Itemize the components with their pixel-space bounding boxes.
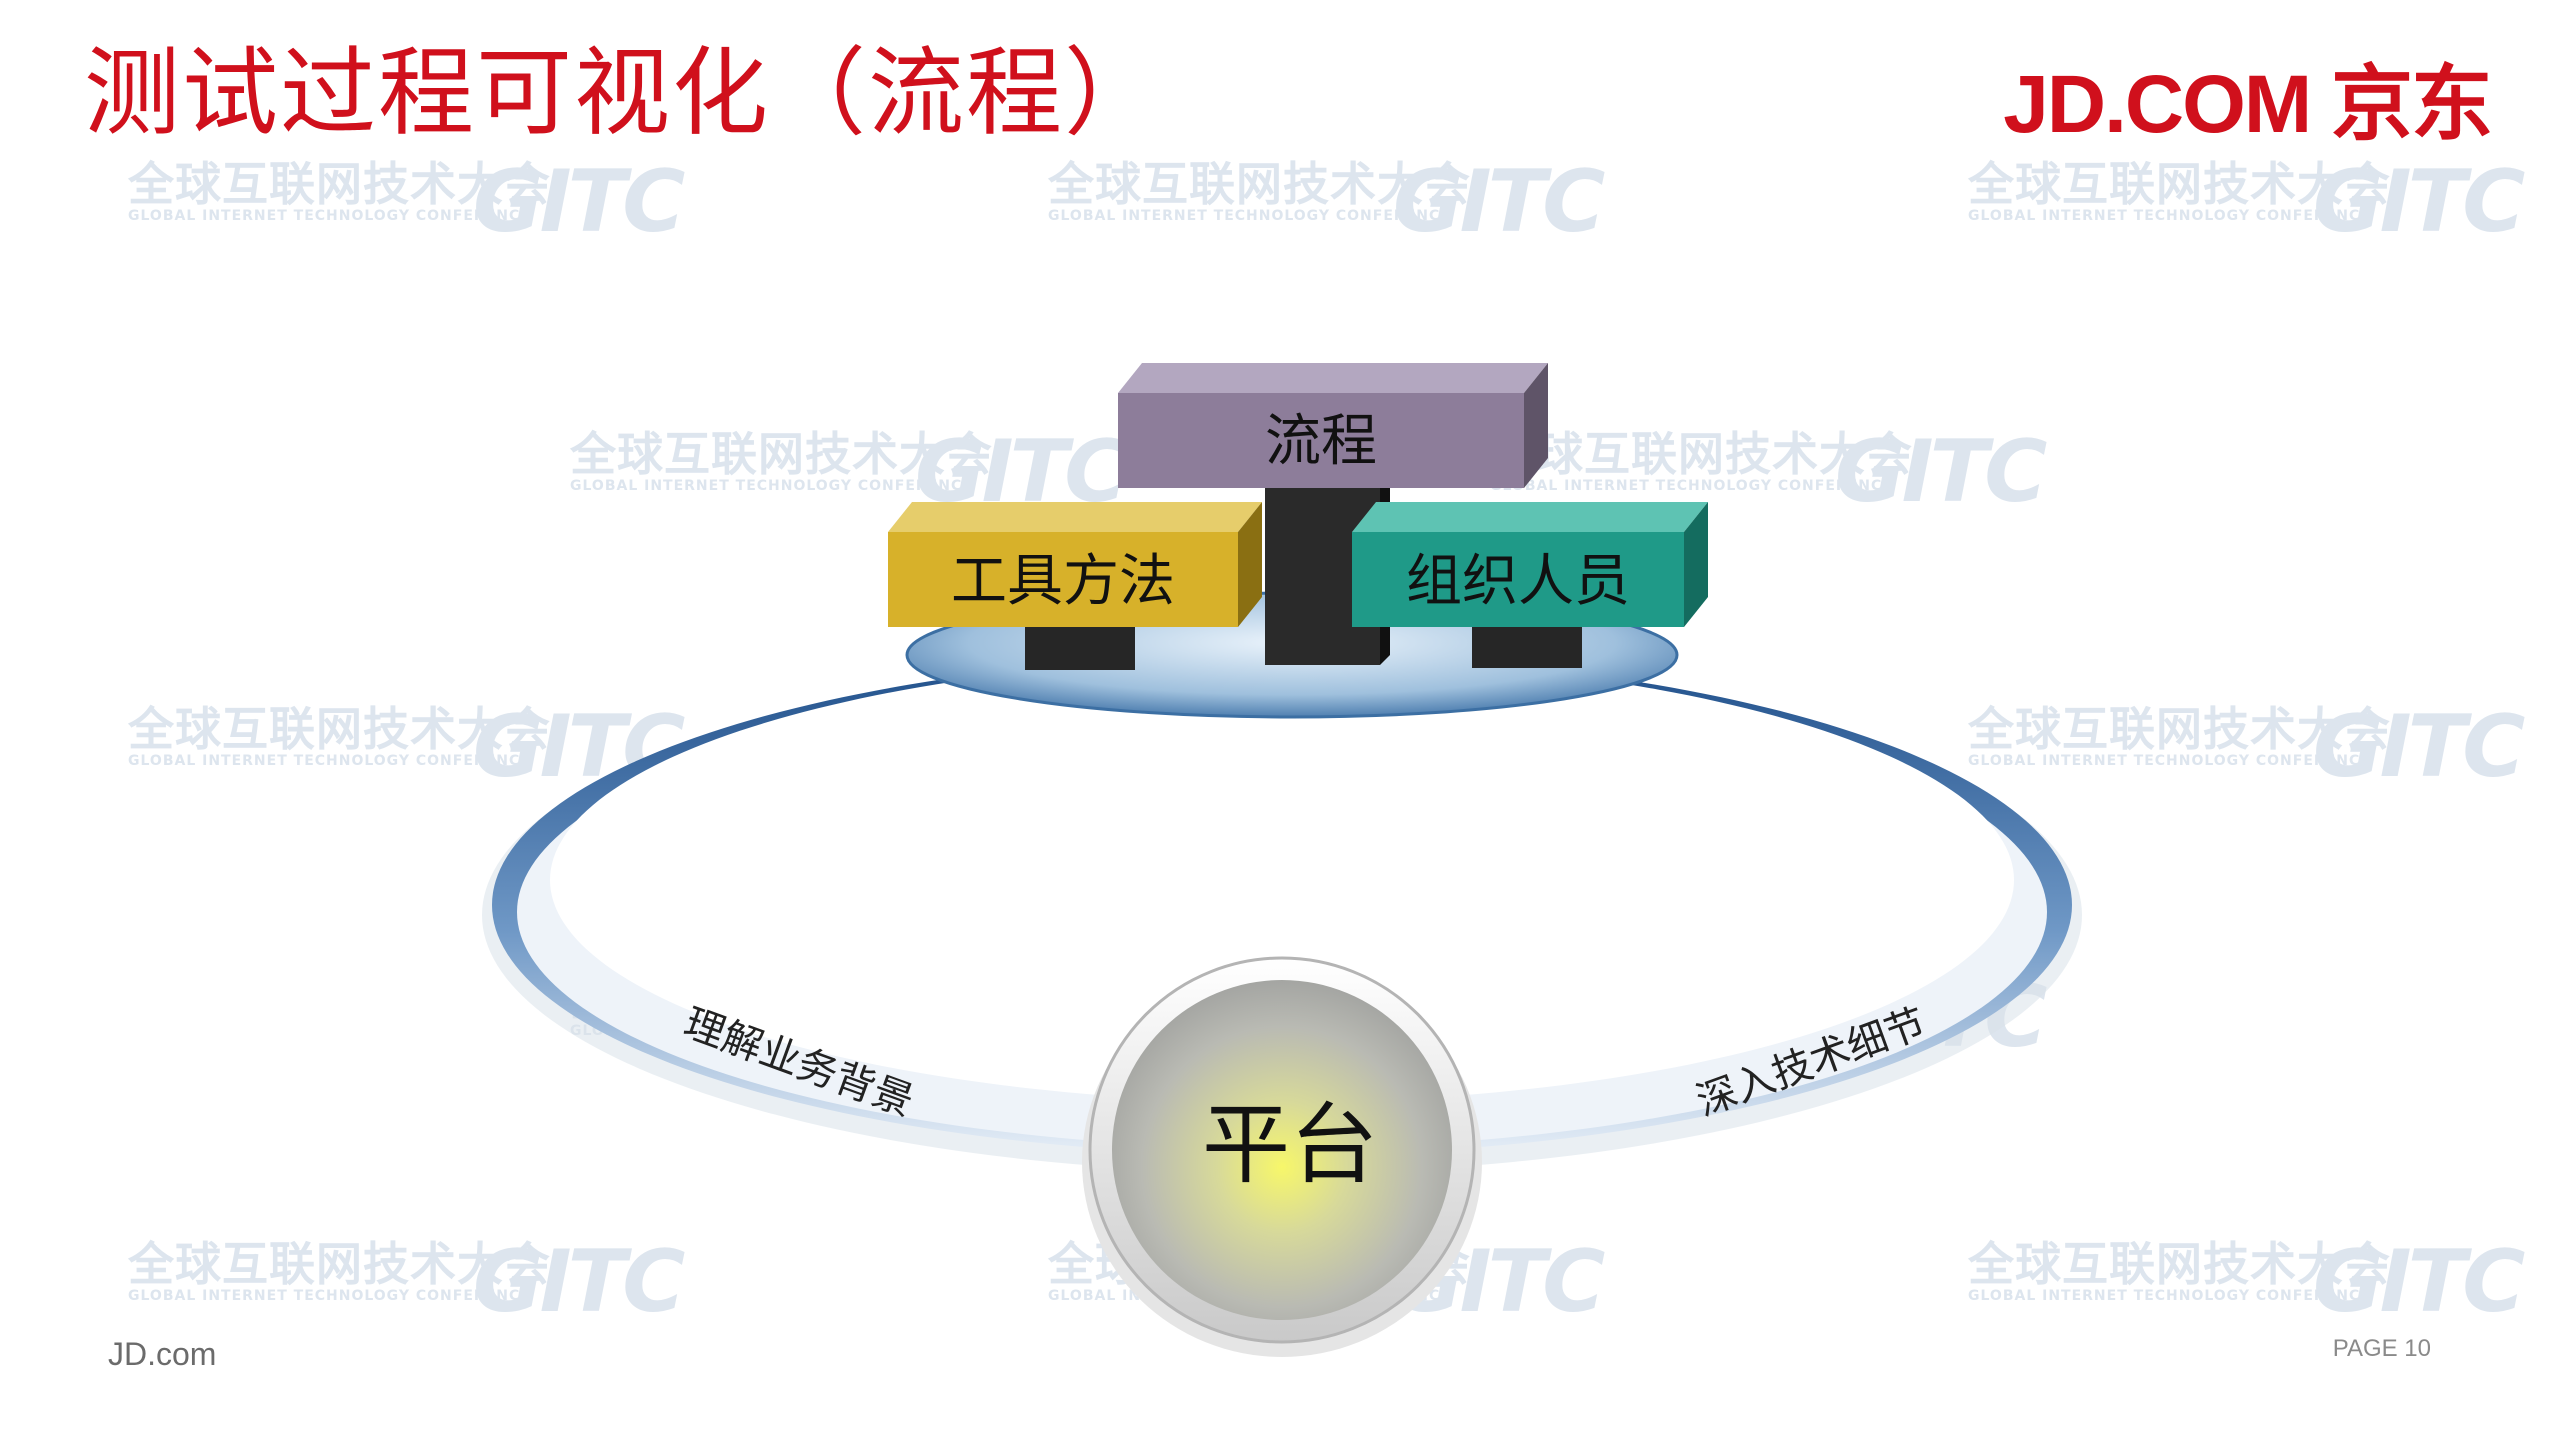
process-block-label: 流程 — [1265, 409, 1377, 474]
platform-label: 平台 — [1201, 1093, 1378, 1196]
ring-inner-hole — [550, 658, 2014, 1102]
people-block-top — [1352, 502, 1708, 532]
tools-block-label: 工具方法 — [951, 549, 1175, 614]
page-title: 测试过程可视化（流程） — [84, 37, 1162, 149]
footer-site: JD.com — [108, 1336, 217, 1372]
center-circle — [1112, 980, 1452, 1320]
jd-logo: JD.COM 京东 — [2003, 59, 2493, 150]
tools-block-side — [1238, 502, 1262, 627]
process-block-front — [1118, 393, 1524, 488]
process-block-top — [1118, 363, 1548, 393]
tools-block-top — [888, 502, 1262, 532]
process-block-side — [1524, 363, 1548, 488]
tools-block-front — [888, 532, 1238, 627]
people-block-side — [1684, 502, 1708, 627]
people-block-label: 组织人员 — [1406, 549, 1630, 614]
people-block-front — [1352, 532, 1684, 627]
page-number: PAGE 10 — [2332, 1335, 2431, 1362]
